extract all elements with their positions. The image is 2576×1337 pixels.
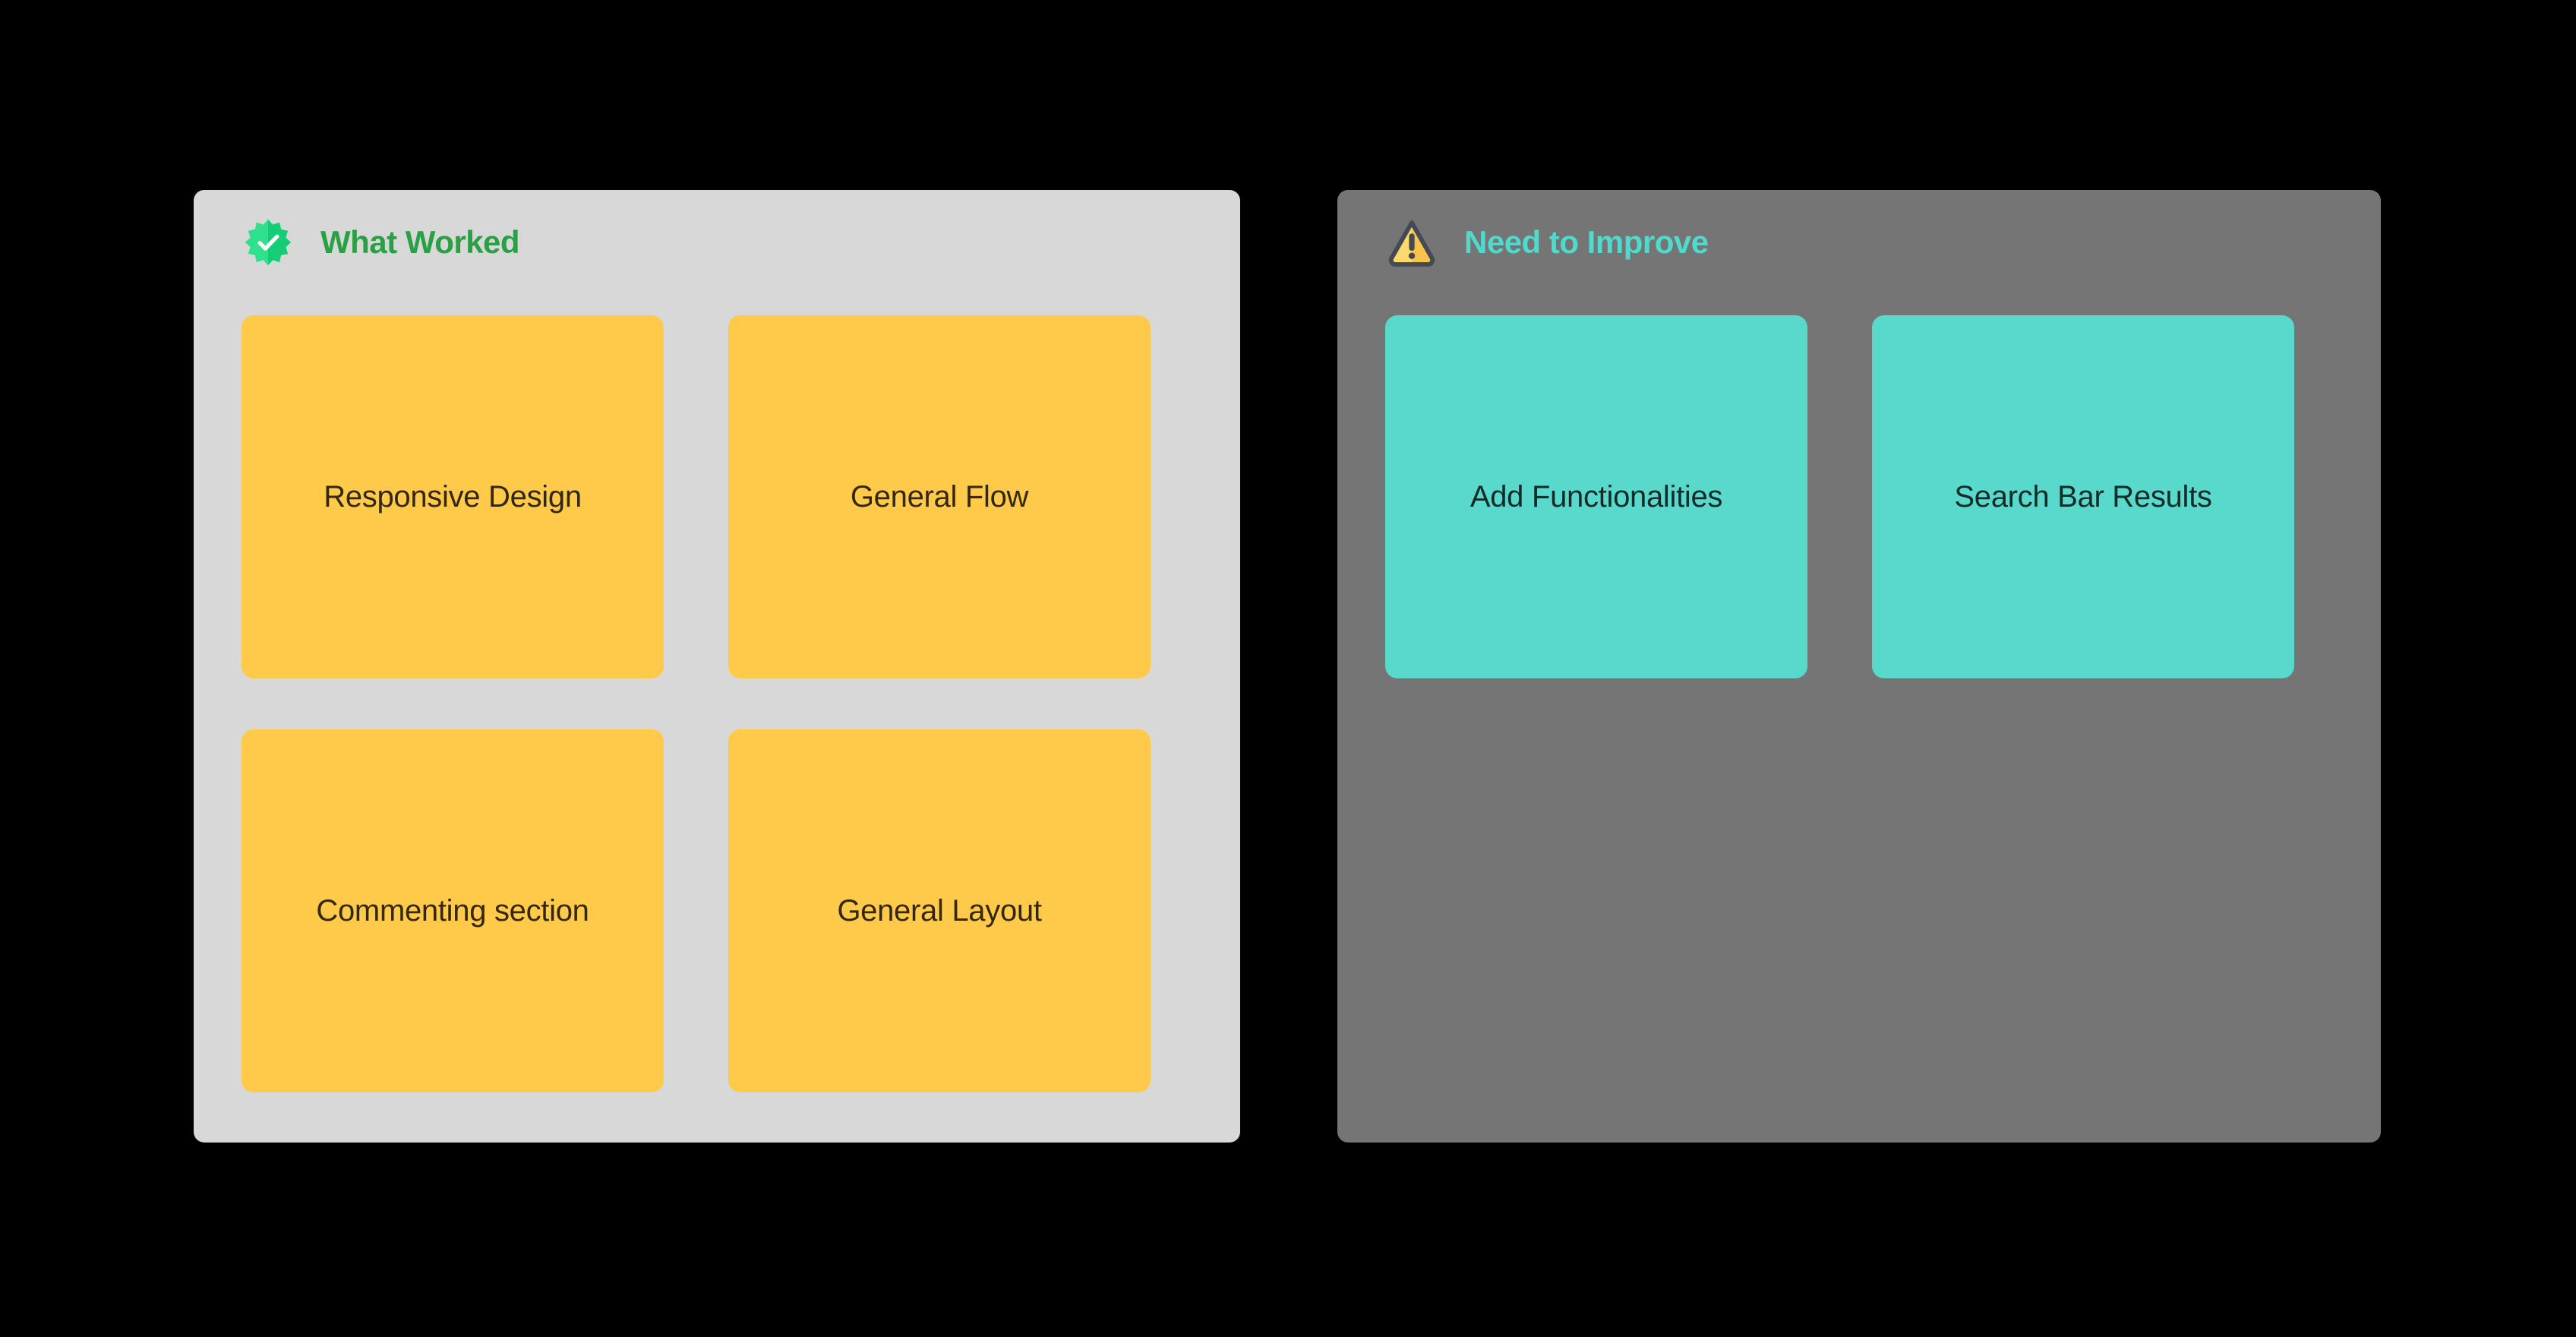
section-header: Need to Improve	[1385, 215, 1709, 270]
sticky-note[interactable]: Add Functionalities	[1385, 315, 1807, 678]
sticky-note[interactable]: General Flow	[728, 315, 1151, 678]
sticky-note-text: General Flow	[850, 479, 1029, 514]
sticky-note[interactable]: Commenting section	[242, 729, 664, 1092]
section-title: What Worked	[320, 224, 520, 260]
sticky-note-text: General Layout	[837, 893, 1042, 928]
sticky-note-text: Commenting section	[316, 893, 589, 928]
section-title: Need to Improve	[1464, 224, 1709, 260]
verified-badge-icon	[242, 216, 295, 269]
section-what-worked[interactable]: What Worked Responsive Design General Fl…	[194, 190, 1240, 1143]
sticky-note[interactable]: Search Bar Results	[1872, 315, 2294, 678]
sticky-note-text: Search Bar Results	[1954, 479, 2212, 514]
warning-icon	[1385, 216, 1438, 269]
sticky-note-text: Add Functionalities	[1470, 479, 1723, 514]
sticky-note[interactable]: General Layout	[728, 729, 1151, 1092]
sticky-note[interactable]: Responsive Design	[242, 315, 664, 678]
section-header: What Worked	[242, 215, 520, 270]
section-need-to-improve[interactable]: Need to Improve Add Functionalities Sear…	[1337, 190, 2381, 1143]
sticky-note-text: Responsive Design	[324, 479, 582, 514]
